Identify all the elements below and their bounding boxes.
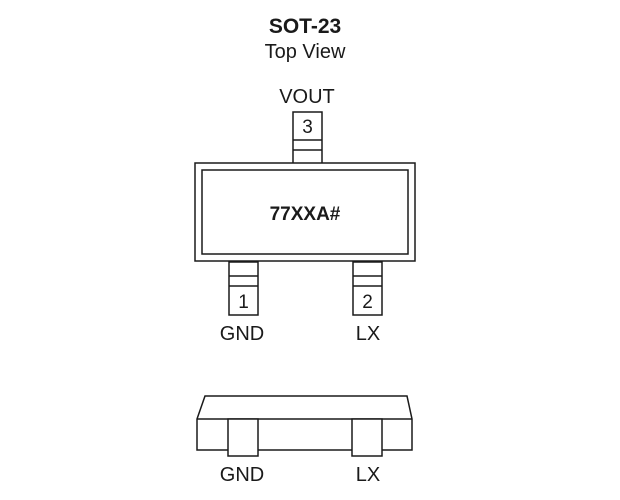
- pin-1-name: GND: [220, 323, 264, 345]
- pin-1: 1 GND: [220, 261, 264, 345]
- pin-3: VOUT 3: [279, 86, 335, 165]
- pin-2: 2 LX: [352, 261, 383, 345]
- package-title: SOT-23: [269, 15, 341, 38]
- package-body: 77XXA#: [194, 162, 416, 262]
- pin-2-name: LX: [356, 323, 380, 345]
- view-subtitle: Top View: [265, 41, 346, 63]
- side-view-lead-left: [227, 418, 259, 457]
- package-marking: 77XXA#: [270, 204, 341, 225]
- pin-2-lead: [352, 261, 383, 316]
- body-outer-outline: [194, 162, 416, 262]
- pin-2-number: 2: [362, 292, 373, 313]
- pin-1-lead: [228, 261, 259, 316]
- pin-1-number: 1: [238, 292, 249, 313]
- body-inner-outline: [201, 169, 409, 255]
- side-view-right-label: LX: [356, 464, 380, 486]
- pin-3-name: VOUT: [279, 86, 335, 108]
- side-view-left-label: GND: [220, 464, 264, 486]
- pin-3-number: 3: [302, 117, 313, 138]
- side-view: GND LX: [196, 395, 413, 486]
- side-view-lead-right: [351, 418, 383, 457]
